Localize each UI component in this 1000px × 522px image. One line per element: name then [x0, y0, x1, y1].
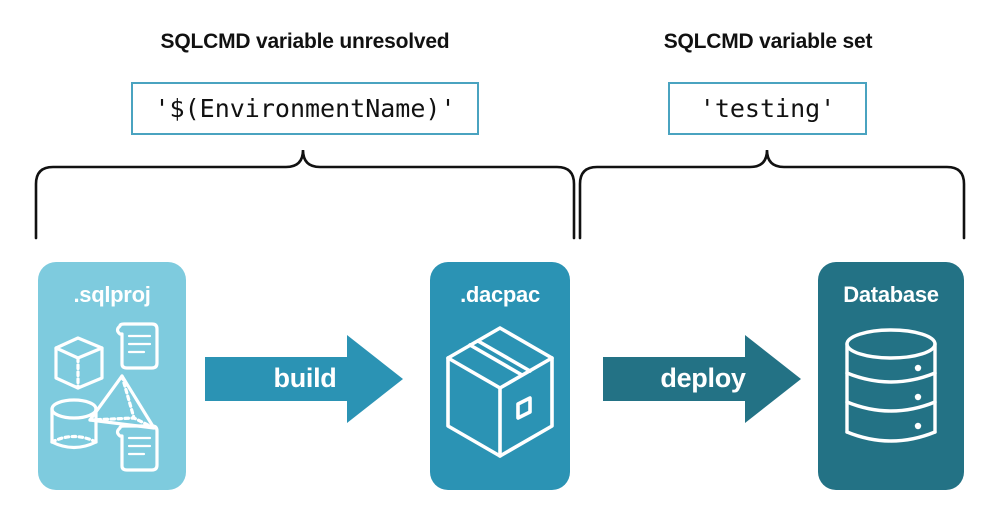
- stage-panel-sqlproj[interactable]: .sqlproj: [38, 262, 186, 490]
- database-artwork: [845, 328, 937, 443]
- brace-right-icon: [578, 149, 966, 240]
- cylinder-icon: [50, 398, 98, 450]
- heading-sqlcmd-variable-set: SQLCMD variable set: [663, 30, 873, 53]
- scroll-icon: [115, 424, 159, 472]
- stage-label-database: Database: [843, 282, 939, 307]
- transition-arrow-build[interactable]: build: [205, 333, 405, 425]
- stage-label-sqlproj: .sqlproj: [73, 282, 151, 307]
- package-box-icon: [446, 326, 554, 458]
- scroll-icon: [115, 322, 159, 370]
- transition-arrow-deploy[interactable]: deploy: [603, 333, 803, 425]
- brace-left-icon: [34, 149, 576, 240]
- dacpac-artwork: [446, 326, 554, 458]
- arrow-right-icon: [205, 335, 403, 423]
- cube-icon: [54, 336, 104, 390]
- arrow-right-icon: [603, 335, 801, 423]
- code-box-testing: 'testing': [668, 82, 867, 135]
- heading-sqlcmd-variable-unresolved: SQLCMD variable unresolved: [160, 30, 450, 53]
- database-cylinder-icon: [845, 328, 937, 443]
- code-box-environment-name: '$(EnvironmentName)': [131, 82, 479, 135]
- stage-label-dacpac: .dacpac: [460, 282, 540, 307]
- stage-panel-database[interactable]: Database: [818, 262, 964, 490]
- sqlproj-artwork: [50, 322, 159, 472]
- pyramid-icon: [88, 374, 156, 430]
- stage-panel-dacpac[interactable]: .dacpac: [430, 262, 570, 490]
